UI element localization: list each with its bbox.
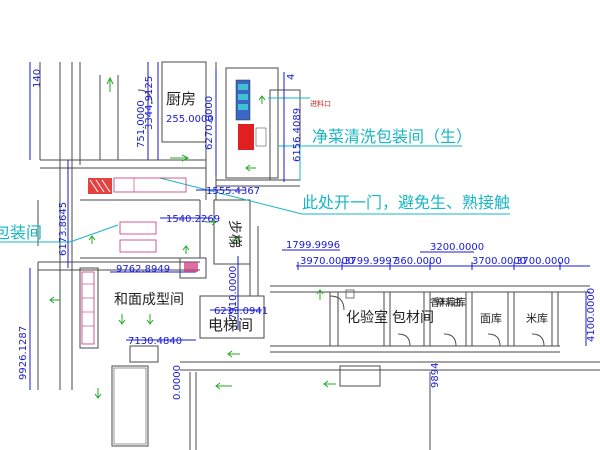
equipment-column-units [81, 271, 95, 345]
annotation-veg-wash: 净菜清洗包装间（生） [312, 127, 472, 146]
dim-3344: 3344.9125 [144, 76, 155, 130]
annotation-texts: 净菜清洗包装间（生） 此处开一门，避免生、熟接触 包装间 进料口 [0, 99, 510, 242]
room-stair: 步梯 [226, 220, 242, 248]
dim-9762: 9762.8949 [116, 264, 170, 275]
dim-7130: 7130.4840 [128, 336, 182, 347]
equipment [81, 79, 355, 445]
dim-3799: 3799.9997 [344, 256, 398, 267]
room-spice-oil: 香辛料库油库 [430, 296, 466, 309]
dim-9926: 9926.1287 [18, 326, 29, 380]
dim-6270: 6270.0000 [204, 96, 215, 150]
dimension-lines [29, 62, 590, 390]
room-packaging: 包材间 [392, 310, 434, 326]
equipment-conveyor [113, 177, 187, 193]
dim-top-left: 140 [32, 69, 43, 88]
equipment-table-1 [119, 221, 157, 235]
dim-1555: 1555.4367 [206, 186, 260, 197]
dim-6156: 6156.4089 [292, 108, 303, 162]
equipment-small-boxes [255, 127, 267, 147]
room-lab: 化验室 [346, 309, 388, 326]
room-rice: 米库 [526, 312, 548, 325]
annotation-leaders [0, 97, 510, 243]
annotation-door-note: 此处开一门，避免生、熟接触 [302, 193, 510, 212]
dim-751: 751.0000 [136, 100, 147, 148]
room-dough: 和面成型间 [114, 292, 184, 308]
room-elevator: 电梯间 [208, 316, 253, 334]
dim-1799: 1799.9996 [286, 240, 340, 251]
dim-left-bottom: 0.0000 [172, 365, 183, 400]
dim-360: 360.0000 [394, 256, 442, 267]
equipment-red-tank [238, 124, 254, 150]
room-flour: 面库 [480, 312, 502, 325]
dim-3970: 3970.0000 [300, 256, 354, 267]
dim-3200: 3200.0000 [430, 242, 484, 253]
annotation-inlet: 进料口 [310, 99, 331, 108]
room-kitchen: 厨房 [166, 90, 196, 108]
equipment-table-2 [119, 239, 157, 253]
room-labels: 厨房 步梯 电梯间 和面成型间 化验室 包材间 香辛料库油库 面库 米库 [114, 90, 548, 334]
dimension-texts: 3344.9125 255.0000 751.0000 6270.0000 61… [18, 69, 597, 400]
dim-1540: 1540.2269 [166, 214, 220, 225]
dim-255: 255.0000 [166, 114, 214, 125]
dim-4100: 4100.0000 [586, 288, 597, 342]
dim-3700-b: 3700.0000 [516, 256, 570, 267]
dim-right-small: 9894 [430, 363, 441, 388]
dim-7910: 7910.0000 [228, 266, 239, 320]
flow-arrows [49, 76, 336, 399]
dim-6173: 6173.8645 [58, 202, 69, 256]
dim-6213: 6213.0941 [214, 306, 268, 317]
dim-top-mid: 4 [286, 74, 297, 80]
equipment-bottom-rack [113, 367, 147, 445]
dim-3700-a: 3700.0000 [472, 256, 526, 267]
annotation-left-cut: 包装间 [0, 223, 42, 242]
